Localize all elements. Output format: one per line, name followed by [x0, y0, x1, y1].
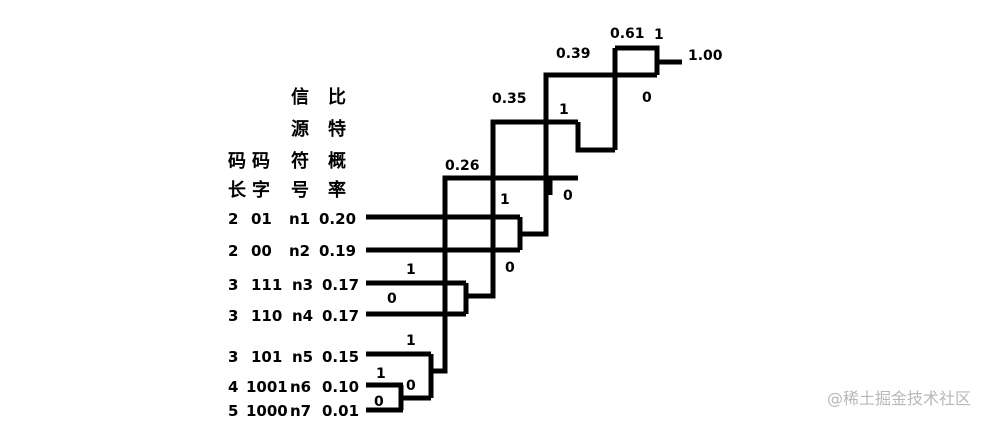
bit-label: 1 [500, 192, 510, 208]
row-code-length: 2 [228, 242, 238, 260]
header-symbol-char-2: 源 [291, 118, 309, 140]
row-symbol: n4 [292, 307, 313, 325]
row-symbol: n5 [292, 348, 313, 366]
bit-label: 0 [642, 90, 652, 106]
row-probability: 0.01 [322, 402, 359, 420]
row-symbol: n7 [290, 402, 311, 420]
row-n3: 3 111 n3 0.17 [228, 276, 359, 294]
header-prob-char-4: 率 [328, 179, 346, 201]
row-probability: 0.19 [319, 242, 356, 260]
row-codeword: 111 [251, 276, 282, 294]
tree-lines [366, 45, 682, 413]
merge-4-output [520, 72, 657, 237]
bit-label: 0 [387, 291, 397, 307]
row-codeword: 101 [251, 348, 282, 366]
merge-6-top [615, 45, 660, 75]
bit-label: 1 [406, 262, 416, 278]
merged-prob-label: 0.39 [556, 46, 591, 62]
row-n1: 2 01 n1 0.20 [228, 210, 356, 228]
bit-label: 1 [654, 27, 664, 43]
row-n2: 2 00 n2 0.19 [228, 242, 356, 260]
row-symbol: n2 [289, 242, 310, 260]
bit-label: 0 [406, 378, 416, 394]
bit-label: 1 [376, 366, 386, 382]
header-bit-probability: 比 特 概 率 [328, 87, 346, 201]
row-code-length: 3 [228, 307, 238, 325]
merged-probabilities: 0.26 0.35 0.39 0.61 1.00 [445, 26, 723, 174]
bit-labels: 1 0 1 0 1 0 1 0 1 0 1 0 [374, 27, 664, 410]
row-codeword: 110 [251, 307, 282, 325]
row-n5: 3 101 n5 0.15 [228, 348, 359, 366]
header-symbol-char-1: 信 [291, 86, 309, 108]
header-prob-char-1: 比 [328, 87, 346, 108]
header-codeword-char-2: 字 [252, 179, 270, 201]
bit-label: 0 [374, 394, 384, 410]
bit-label: 0 [505, 260, 515, 276]
row-codeword: 1001 [246, 378, 288, 396]
header-symbol-char-3: 符 [291, 150, 309, 172]
root-prob-label: 1.00 [688, 48, 723, 64]
header-codeword: 码 字 [252, 151, 270, 201]
row-n7: 5 1000 n7 0.01 [228, 402, 359, 420]
row-probability: 0.20 [319, 210, 356, 228]
row-codeword: 01 [251, 210, 272, 228]
merged-prob-label: 0.61 [610, 26, 645, 42]
row-probability: 0.17 [322, 276, 359, 294]
row-n6: 4 1001 n6 0.10 [228, 378, 359, 396]
merge-2-output [431, 175, 550, 374]
row-code-length: 4 [228, 378, 238, 396]
row-symbol: n1 [289, 210, 310, 228]
header-code-length: 码 长 [228, 151, 247, 201]
row-codeword: 1000 [246, 402, 288, 420]
row-probability: 0.10 [322, 378, 359, 396]
row-code-length: 3 [228, 348, 238, 366]
header-prob-char-2: 特 [328, 118, 346, 140]
bit-label: 0 [563, 188, 573, 204]
watermark: @稀土掘金技术社区 [826, 389, 971, 408]
header-codelen-char-2: 长 [228, 180, 247, 201]
row-symbol: n3 [292, 276, 313, 294]
bit-label: 1 [559, 102, 569, 118]
header-source-symbol: 信 源 符 号 [291, 86, 309, 201]
header-codelen-char-1: 码 [228, 151, 246, 172]
row-probability: 0.17 [322, 307, 359, 325]
bit-label: 1 [406, 333, 416, 349]
merge-5-to-merge-6 [575, 122, 615, 153]
row-n4: 3 110 n4 0.17 [228, 307, 359, 325]
header-prob-char-3: 概 [328, 150, 346, 172]
header-symbol-char-4: 号 [291, 180, 309, 201]
row-codeword: 00 [251, 242, 272, 260]
row-symbol: n6 [290, 378, 311, 396]
row-code-length: 5 [228, 402, 238, 420]
merged-prob-label: 0.35 [492, 91, 527, 107]
row-code-length: 3 [228, 276, 238, 294]
header-codeword-char-1: 码 [252, 151, 270, 172]
row-code-length: 2 [228, 210, 238, 228]
row-probability: 0.15 [322, 348, 359, 366]
merged-prob-label: 0.26 [445, 158, 480, 174]
merge-3-output [466, 119, 578, 299]
